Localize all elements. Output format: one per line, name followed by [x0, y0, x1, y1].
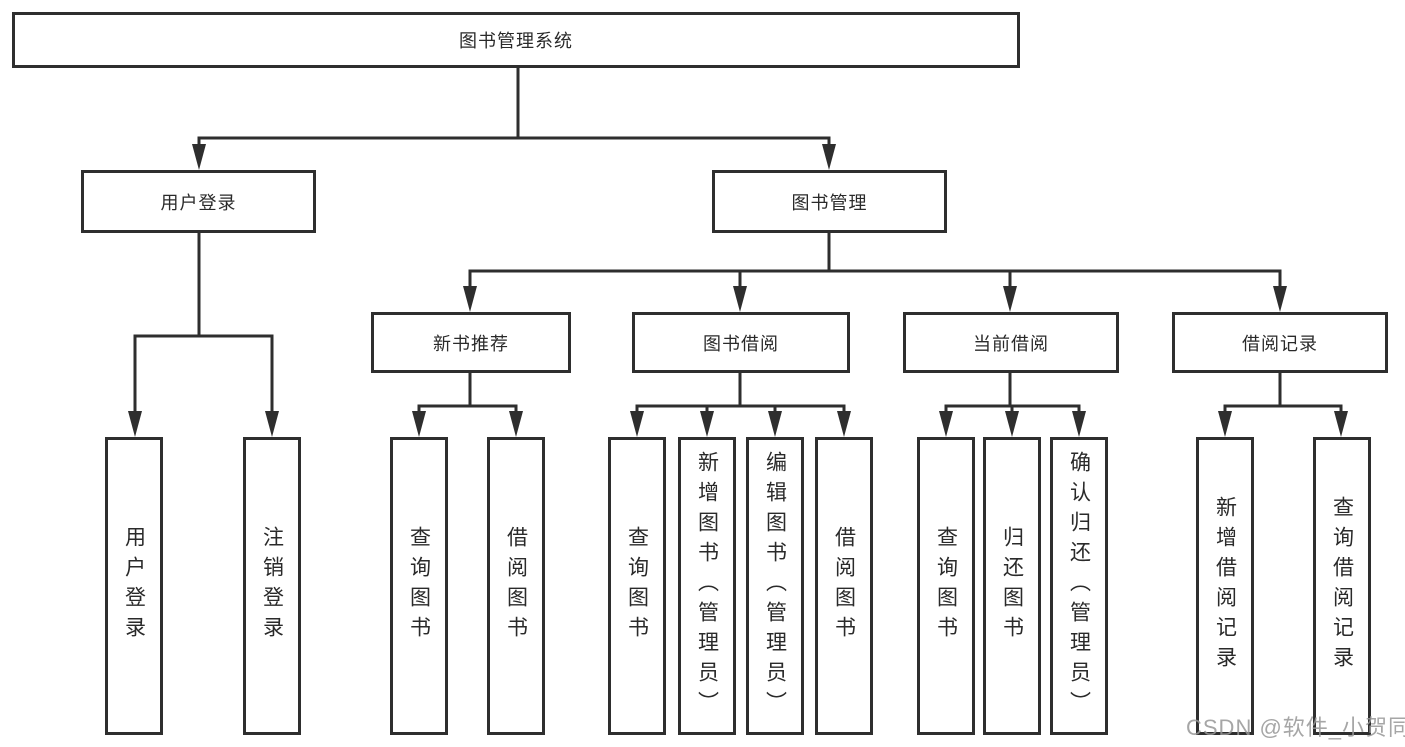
leaf-add-book-admin-label: 新增图书（管理员） — [695, 451, 719, 721]
node-current-borrow-label: 当前借阅 — [973, 333, 1049, 354]
leaf-borrow-books-label: 借阅图书 — [832, 526, 856, 646]
leaf-edit-book-admin: 编辑图书（管理员） — [746, 437, 804, 735]
leaf-borrow-books-recommend: 借阅图书 — [487, 437, 545, 735]
leaf-confirm-return-admin: 确认归还（管理员） — [1050, 437, 1108, 735]
leaf-query-books-current: 查询图书 — [917, 437, 975, 735]
node-borrow-records-label: 借阅记录 — [1242, 333, 1318, 354]
leaf-return-books: 归还图书 — [983, 437, 1041, 735]
leaf-edit-book-admin-label: 编辑图书（管理员） — [763, 451, 787, 721]
leaf-query-books-recommend: 查询图书 — [390, 437, 448, 735]
leaf-query-books-recommend-label: 查询图书 — [407, 526, 431, 646]
leaf-add-book-admin: 新增图书（管理员） — [678, 437, 736, 735]
leaf-borrow-books: 借阅图书 — [815, 437, 873, 735]
leaf-query-books-current-label: 查询图书 — [934, 526, 958, 646]
node-new-book-recommend-label: 新书推荐 — [433, 333, 509, 354]
node-borrow-records: 借阅记录 — [1172, 312, 1388, 373]
node-book-management: 图书管理 — [712, 170, 947, 233]
leaf-query-borrow-record: 查询借阅记录 — [1313, 437, 1371, 735]
leaf-logout-label: 注销登录 — [260, 526, 284, 646]
node-new-book-recommend: 新书推荐 — [371, 312, 571, 373]
node-user-login-label: 用户登录 — [160, 192, 237, 213]
leaf-confirm-return-admin-label: 确认归还（管理员） — [1067, 451, 1091, 721]
node-root-label: 图书管理系统 — [459, 31, 573, 51]
leaf-borrow-books-recommend-label: 借阅图书 — [504, 526, 528, 646]
node-user-login: 用户登录 — [81, 170, 316, 233]
node-book-management-label: 图书管理 — [791, 192, 868, 213]
leaf-user-login-label: 用户登录 — [122, 526, 146, 646]
leaf-user-login: 用户登录 — [105, 437, 163, 735]
leaf-return-books-label: 归还图书 — [1000, 526, 1024, 646]
node-current-borrow: 当前借阅 — [903, 312, 1119, 373]
leaf-add-borrow-record: 新增借阅记录 — [1196, 437, 1254, 735]
leaf-query-borrow-record-label: 查询借阅记录 — [1330, 496, 1354, 676]
leaf-logout: 注销登录 — [243, 437, 301, 735]
leaf-query-books-borrow: 查询图书 — [608, 437, 666, 735]
leaf-query-books-borrow-label: 查询图书 — [625, 526, 649, 646]
csdn-watermark: CSDN @软件_小贺同学 — [1186, 715, 1405, 740]
node-book-borrow-label: 图书借阅 — [703, 333, 779, 354]
node-root: 图书管理系统 — [12, 12, 1020, 68]
node-book-borrow: 图书借阅 — [632, 312, 850, 373]
leaf-add-borrow-record-label: 新增借阅记录 — [1213, 496, 1237, 676]
